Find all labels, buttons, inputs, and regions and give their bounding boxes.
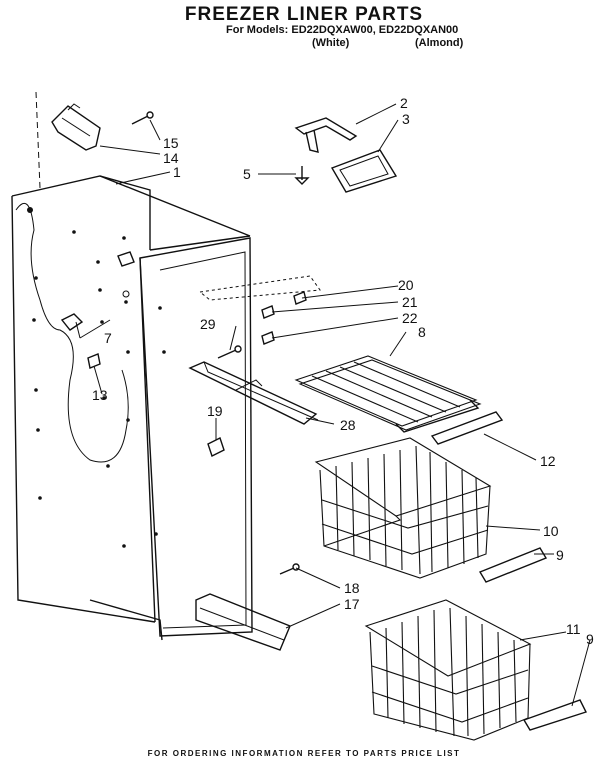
part-12-trim <box>430 411 504 445</box>
variant-white-label: (White) <box>312 37 350 49</box>
callout-9-upper: 9 <box>556 547 564 563</box>
ordering-footnote: FOR ORDERING INFORMATION REFER TO PARTS … <box>147 749 461 758</box>
part-8-wire-shelf <box>294 355 482 433</box>
part-18-screw <box>279 563 300 575</box>
callout-8: 8 <box>418 324 426 340</box>
part-15-screw <box>131 111 154 125</box>
callout-10: 10 <box>543 523 559 539</box>
callout-17: 17 <box>344 596 360 612</box>
part-13-screw <box>87 353 101 369</box>
models-line: For Models: ED22DQXAW00, ED22DQXAN00 <box>226 24 459 36</box>
part-2-bracket <box>294 117 358 153</box>
callout-20: 20 <box>398 277 414 293</box>
callout-9-lower: 9 <box>586 631 594 647</box>
part-29-screw <box>217 345 242 359</box>
callout-2: 2 <box>400 95 408 111</box>
callout-13: 13 <box>92 387 108 403</box>
part-5-screw <box>294 166 310 185</box>
part-22-clip <box>261 331 275 345</box>
callout-1: 1 <box>173 164 181 180</box>
callout-29: 29 <box>200 316 216 332</box>
part-17-rail <box>195 593 291 651</box>
variant-almond-label: (Almond) <box>415 37 464 49</box>
callout-19: 19 <box>207 403 223 419</box>
part-9-trim-lower <box>522 699 587 731</box>
callout-15: 15 <box>163 135 179 151</box>
callout-21: 21 <box>402 294 418 310</box>
part-28-rail <box>188 361 319 425</box>
part-9-trim-upper <box>478 547 548 583</box>
part-14-bracket <box>51 103 101 151</box>
page-title: FREEZER LINER PARTS <box>184 4 424 25</box>
callout-14: 14 <box>163 150 179 166</box>
callout-3: 3 <box>402 111 410 127</box>
part-19-clip <box>207 437 225 457</box>
callout-7: 7 <box>104 330 112 346</box>
leader-lines <box>75 103 591 707</box>
part-11-basket <box>364 599 532 741</box>
freezer-liner <box>11 91 321 641</box>
callout-11: 11 <box>566 621 581 637</box>
part-20-clip <box>293 291 307 305</box>
callout-18: 18 <box>344 580 360 596</box>
part-3-light-lens <box>330 149 398 193</box>
callout-22: 22 <box>402 310 418 326</box>
callout-28: 28 <box>340 417 356 433</box>
callout-12: 12 <box>540 453 556 469</box>
callout-5: 5 <box>243 166 251 182</box>
part-10-basket <box>314 437 492 579</box>
part-7-bracket <box>60 251 135 331</box>
part-21-clip <box>261 305 275 319</box>
